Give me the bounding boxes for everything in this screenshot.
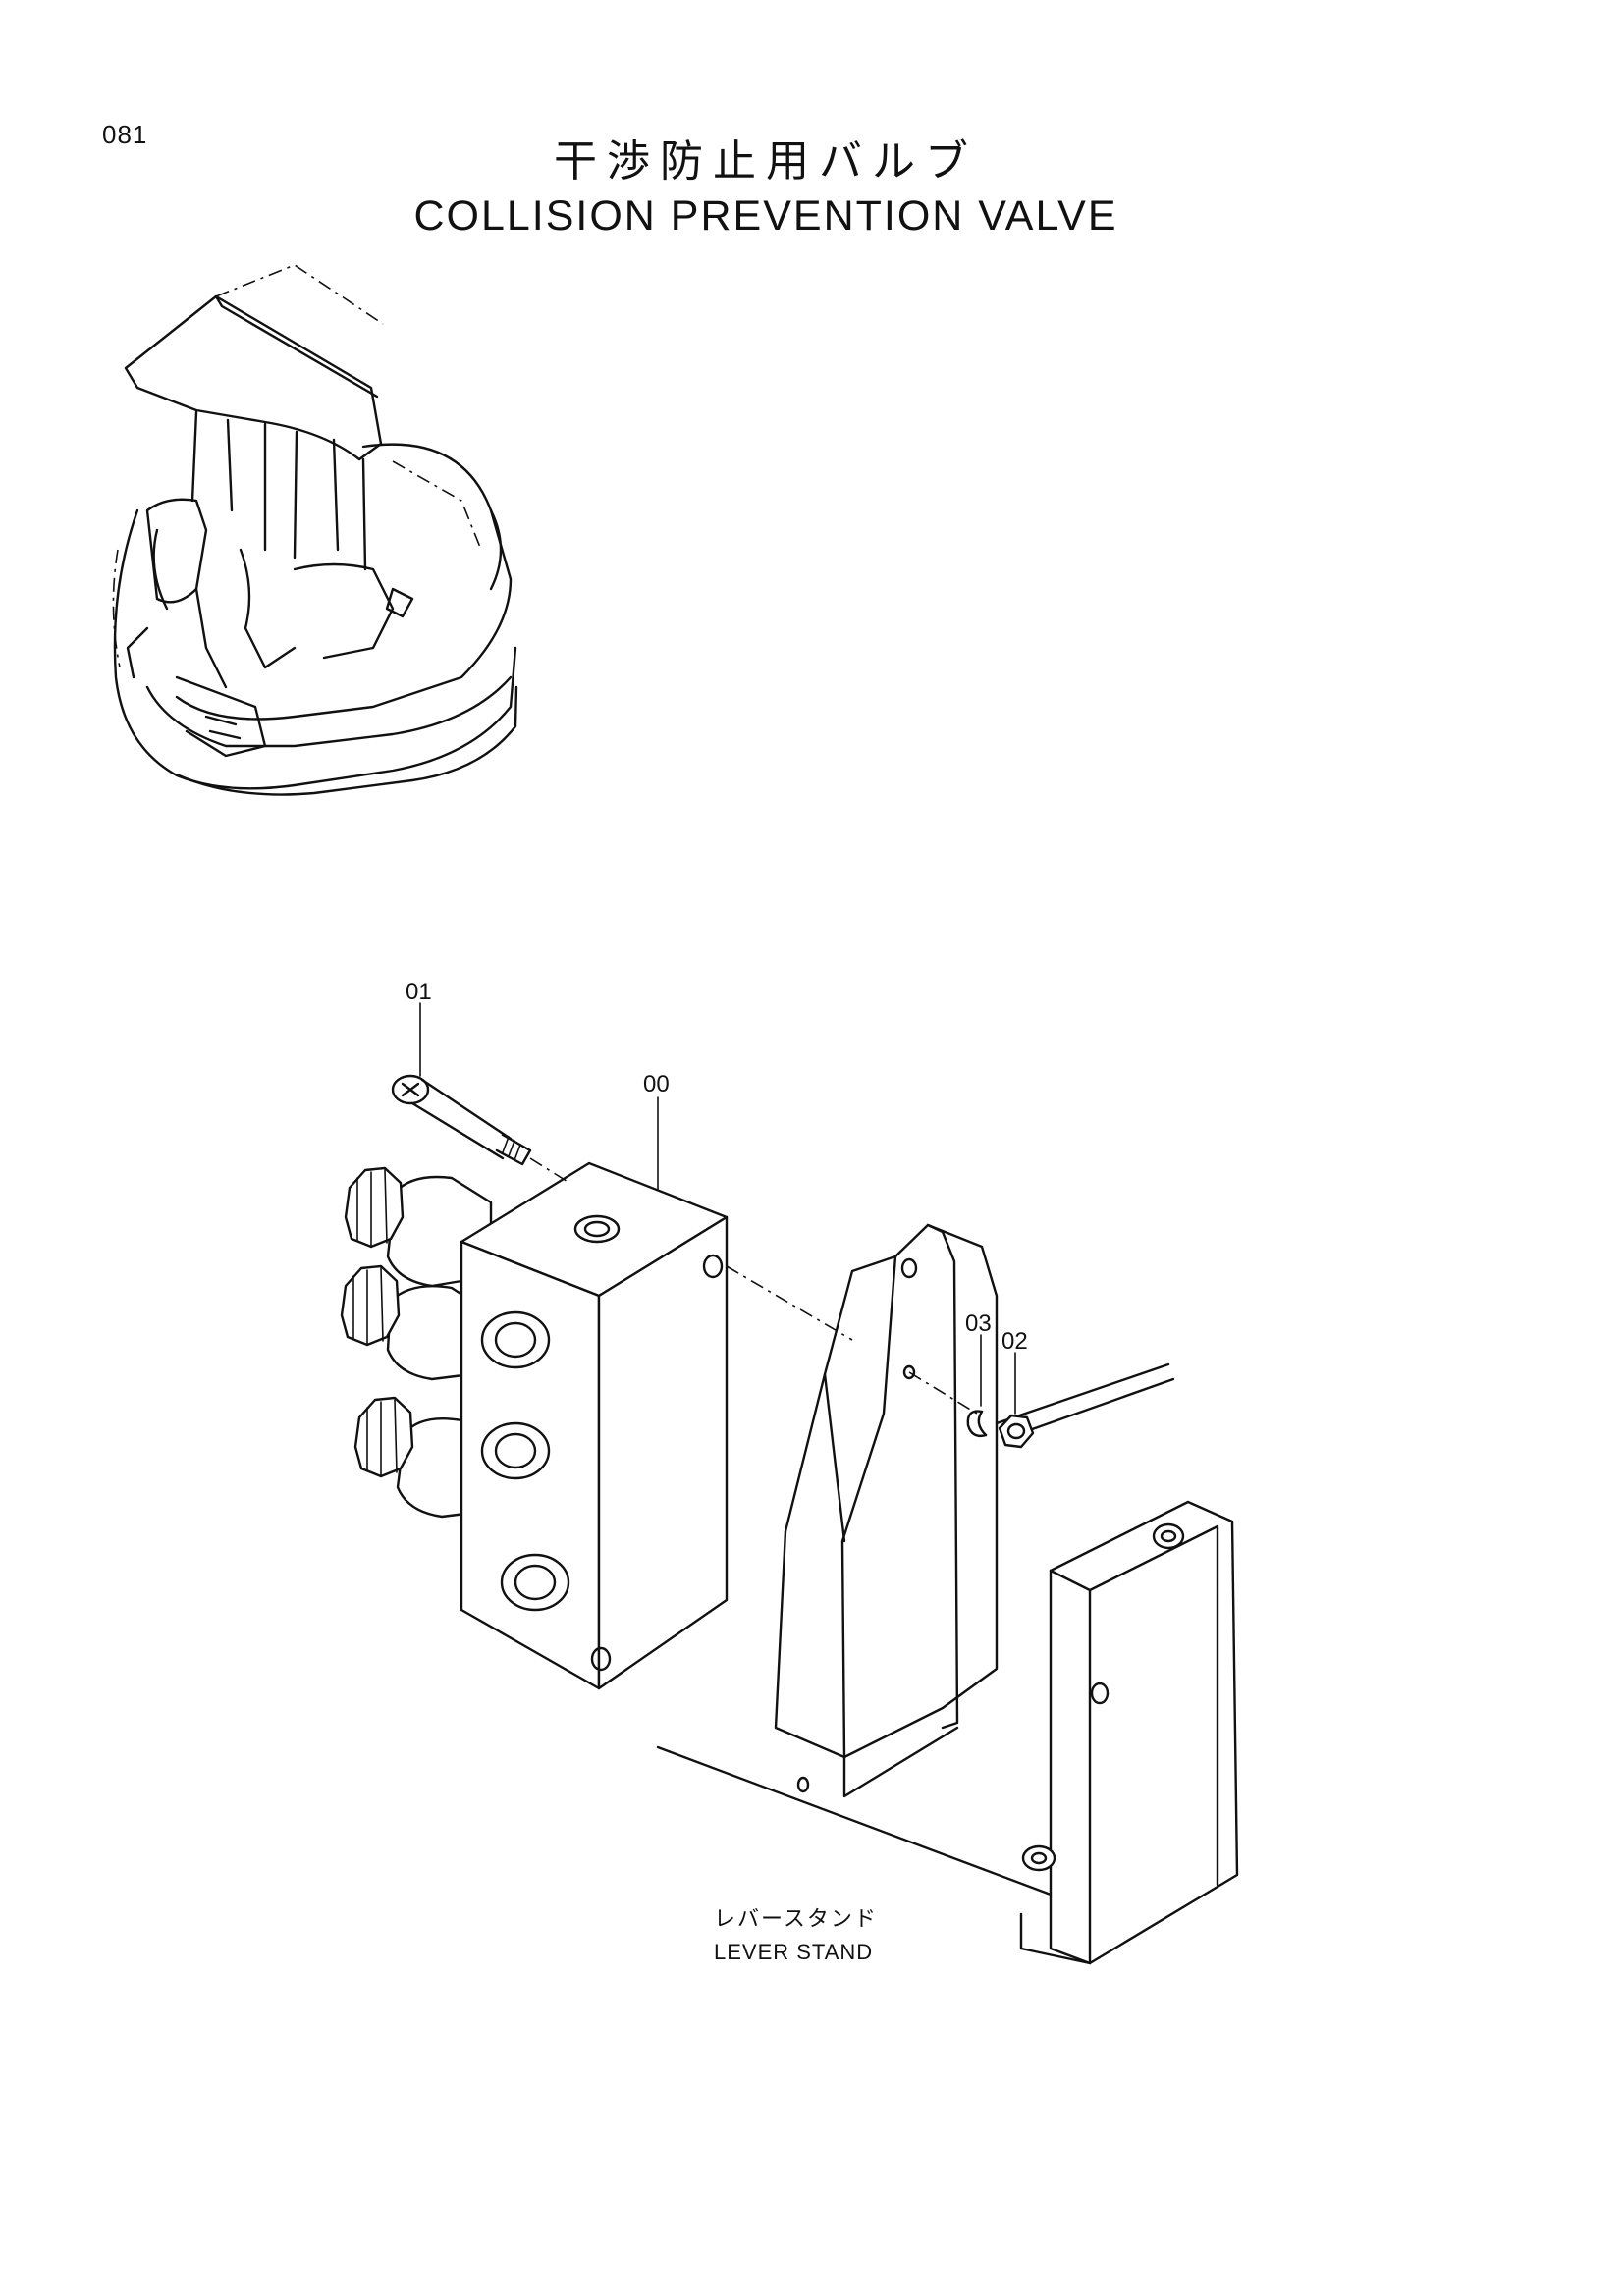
- callout-00: 00: [643, 1071, 670, 1097]
- valve-block: [460, 1161, 729, 1690]
- title-block: 干渉防止用バルブ COLLISION PREVENTION VALVE: [0, 135, 1532, 243]
- title-japanese: 干渉防止用バルブ: [554, 136, 978, 187]
- caption-english: LEVER STAND: [714, 1940, 873, 1964]
- callout-03: 03: [965, 1310, 992, 1337]
- callout-02: 02: [1001, 1328, 1028, 1355]
- nut-part-02: [998, 1414, 1035, 1449]
- page-number: 081: [102, 120, 148, 149]
- assembly-axis-block: [726, 1265, 853, 1341]
- callout-01: 01: [406, 979, 432, 1005]
- assembly-axis-nut: [908, 1371, 978, 1415]
- cab-overview-illustration: [112, 264, 518, 796]
- lever-stand-bracket: [656, 1223, 1239, 1965]
- bolt-part-01: [391, 1074, 570, 1184]
- title-english: COLLISION PREVENTION VALVE: [413, 192, 1118, 240]
- caption-japanese: レバースタンド: [714, 1907, 878, 1932]
- washer-part-03: [966, 1410, 988, 1438]
